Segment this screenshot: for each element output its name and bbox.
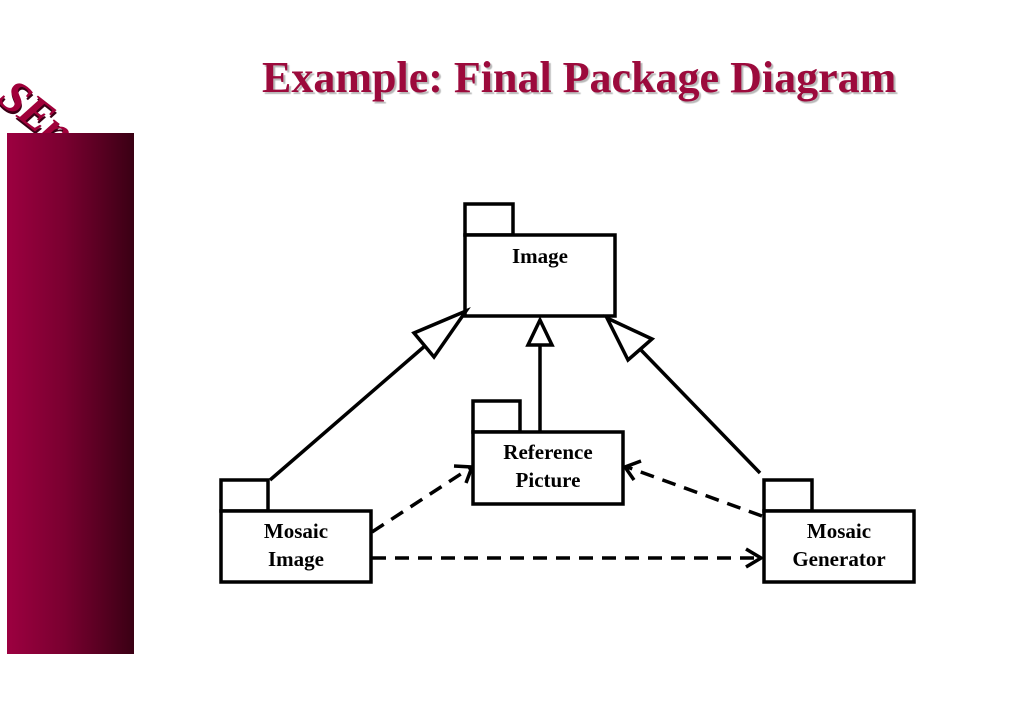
package-image: [463, 202, 617, 318]
package-image-label: Image: [512, 244, 568, 268]
package-mosaic-generator-label: Mosaic Generator: [764, 517, 914, 573]
dependency-mosaic-generator-to-reference-picture: [622, 459, 763, 518]
package-mosaic-generator-line1: Mosaic: [806, 519, 872, 543]
page-title: Example: Final Package Diagram: [262, 53, 897, 102]
package-reference-picture: [471, 399, 625, 506]
package-mosaic-image-line2: Image: [268, 547, 324, 571]
package-mosaic-generator-line2: Generator: [792, 547, 886, 571]
package-mosaic-image-label: Mosaic Image: [221, 517, 371, 573]
package-mosaic-image-line1: Mosaic: [263, 519, 329, 543]
dependency-mosaic-image-to-reference-picture: [371, 464, 475, 534]
generalization-mosaic-generator-to-image: [603, 314, 762, 475]
sidebar-decoration: [7, 133, 134, 654]
package-mosaic-generator: [762, 478, 916, 584]
generalization-mosaic-image-to-image: [268, 307, 471, 482]
package-mosaic-image: [219, 478, 373, 584]
generalization-reference-picture-to-image: [525, 315, 555, 432]
package-reference-picture-label: Reference Picture: [473, 438, 623, 494]
package-reference-picture-line2: Picture: [515, 468, 581, 492]
dependency-mosaic-image-to-mosaic-generator: [372, 547, 765, 569]
package-reference-picture-line1: Reference: [503, 440, 593, 464]
